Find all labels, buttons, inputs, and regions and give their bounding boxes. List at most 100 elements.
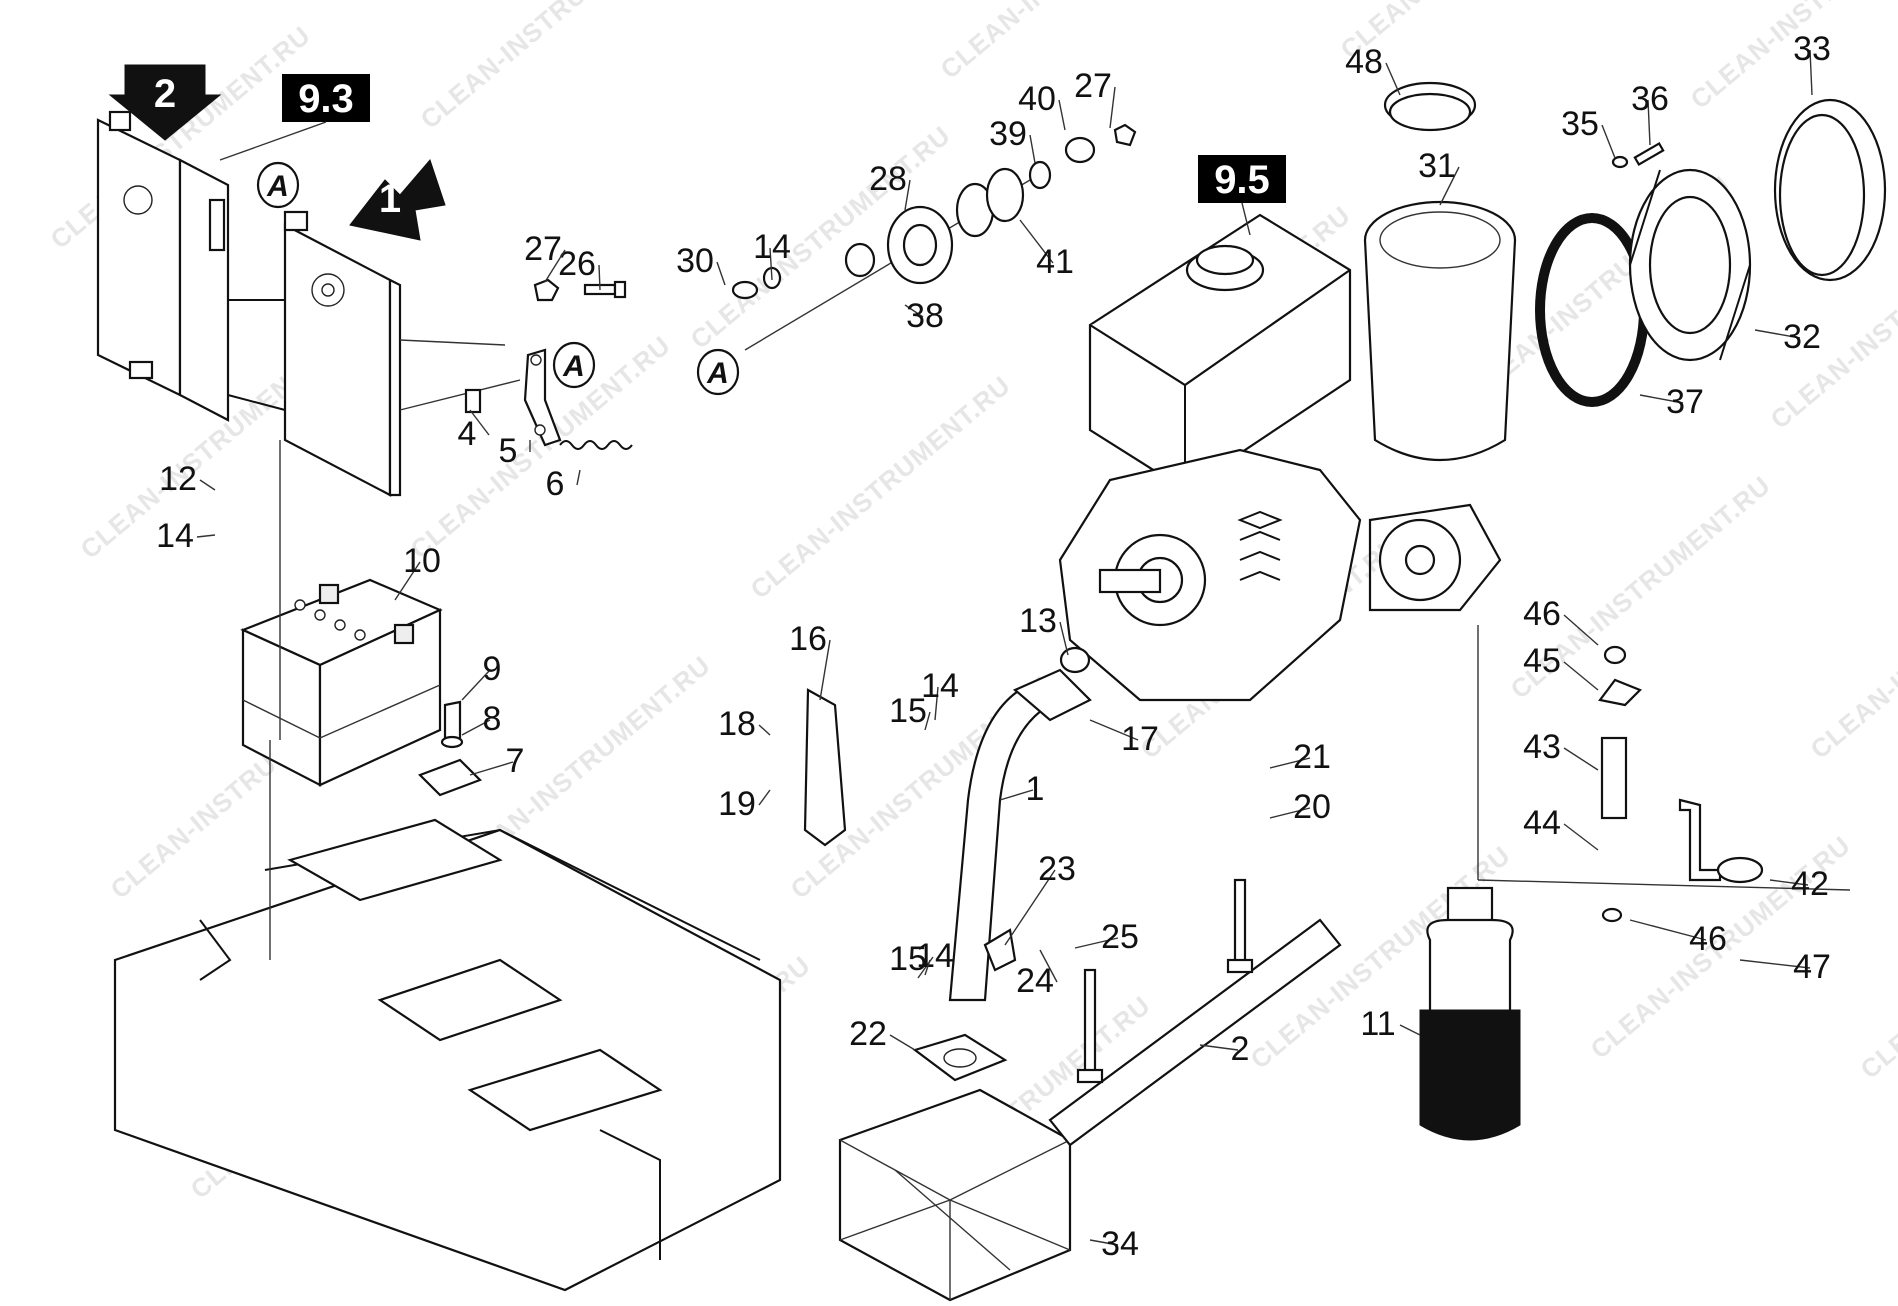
callout-leader (544, 249, 566, 283)
callout-leader (1563, 661, 1599, 691)
callout-leader (1089, 719, 1139, 741)
callout-19: 19 (718, 785, 771, 823)
section-ref-box (282, 74, 370, 122)
callout-14: 14 (921, 667, 959, 721)
callout-number: 25 (1101, 918, 1139, 956)
callout-number: 1 (1026, 770, 1045, 808)
arrow-label: 2 (154, 72, 176, 116)
arrow-2-icon: 2 (108, 64, 222, 141)
detail-a-mark-1: A (256, 161, 300, 209)
callout-leader (769, 247, 773, 281)
callout-leader (199, 479, 216, 491)
callout-leader (924, 959, 931, 976)
callout-10: 10 (394, 542, 441, 601)
pulley-assembly (731, 123, 1137, 351)
callout-17: 17 (1089, 719, 1159, 758)
callout-24: 24 (1016, 949, 1058, 1000)
mounting-bracket-front (227, 210, 521, 497)
detail-mark-circle (552, 341, 596, 389)
callout-number: 34 (1101, 1225, 1139, 1263)
detail-mark-circle (696, 348, 740, 396)
callout-15: 15 (889, 692, 931, 731)
callout-number: 48 (1345, 43, 1383, 81)
section-ref-leader (219, 121, 327, 161)
section-ref-box (1198, 155, 1286, 203)
callout-number: 19 (718, 785, 756, 823)
callout-number: 38 (906, 297, 944, 335)
seal-ring-48 (1383, 81, 1477, 132)
callout-leader (1563, 614, 1599, 646)
callout-number: 18 (718, 705, 756, 743)
watermark-text: CLEAN-INSTRUMENT.RU (415, 0, 687, 135)
callout-number: 33 (1793, 30, 1831, 68)
arrow-label: 1 (379, 177, 401, 221)
callout-leader (904, 179, 911, 211)
callout-leader (469, 761, 514, 776)
callout-leader (1639, 394, 1684, 404)
callout-23: 23 (1004, 850, 1076, 946)
callout-number: 9 (483, 650, 502, 688)
callout-number: 21 (1293, 738, 1331, 776)
callout-number: 24 (1016, 962, 1054, 1000)
detail-mark-layer: A A A (256, 161, 740, 396)
callout-14: 14 (916, 937, 954, 979)
callout-leader (1004, 869, 1056, 946)
callout-leader (469, 409, 490, 436)
callout-number: 27 (524, 230, 562, 268)
callout-33: 33 (1793, 30, 1831, 96)
callout-leader (819, 639, 831, 701)
direction-arrow-layer: 12 (108, 64, 446, 241)
exhaust-pipe (948, 646, 1092, 1002)
callout-27: 27 (524, 230, 566, 283)
callout-32: 32 (1754, 318, 1821, 356)
exhaust-gasket-22 (912, 1033, 1008, 1082)
callout-leader (1601, 124, 1616, 159)
tailpipe-2 (1048, 918, 1342, 1147)
callout-11: 11 (1360, 1005, 1421, 1043)
callout-42: 42 (1769, 865, 1829, 903)
detail-mark-label: A (706, 357, 729, 390)
watermark-text: CLEAN-INSTRUMENT.RU (1685, 0, 1898, 115)
callout-leader (758, 789, 771, 806)
callout-number: 15 (889, 940, 927, 978)
callout-number: 8 (483, 700, 502, 738)
section-ref-layer: 9.39.5 (219, 74, 1286, 236)
detail-mark-circle (256, 161, 300, 209)
callout-6: 6 (546, 465, 581, 503)
callout-41: 41 (1019, 219, 1074, 281)
callout-leader (1769, 879, 1809, 886)
callout-number: 46 (1689, 920, 1727, 958)
callout-number: 27 (1074, 67, 1112, 105)
callout-number: 13 (1019, 602, 1057, 640)
callout-number: 12 (159, 460, 197, 498)
detail-mark-label: A (562, 350, 585, 383)
callout-number: 5 (499, 432, 518, 470)
callout-number: 31 (1418, 147, 1456, 185)
cover-33 (1773, 98, 1887, 282)
callout-4: 4 (458, 409, 490, 453)
callout-number: 4 (458, 415, 477, 453)
callout-leader (889, 1034, 916, 1051)
callout-leader (1563, 823, 1599, 851)
callout-leader (1089, 1239, 1119, 1246)
arrow-shape (108, 64, 222, 141)
callout-34: 34 (1089, 1225, 1139, 1263)
callout-leader (1754, 329, 1801, 339)
callout-number: 47 (1793, 948, 1831, 986)
callout-15: 15 (889, 940, 931, 978)
section-ref-sec-9-5: 9.5 (1198, 155, 1286, 236)
callout-number: 35 (1561, 105, 1599, 143)
watermark-text: CLEAN-INSTRUMENT.RU (935, 0, 1207, 85)
callout-leader (196, 534, 216, 538)
callout-number: 14 (916, 937, 954, 975)
callout-number: 2 (1231, 1030, 1250, 1068)
callout-40: 40 (1018, 80, 1066, 131)
callout-5: 5 (499, 432, 531, 470)
muffler (838, 1088, 1072, 1302)
callout-leader (1739, 959, 1811, 969)
callout-number: 14 (753, 228, 791, 266)
callout-leader (934, 686, 939, 721)
flange-32 (1628, 168, 1752, 362)
arrow-shape (349, 159, 446, 241)
callout-number: 22 (849, 1015, 887, 1053)
